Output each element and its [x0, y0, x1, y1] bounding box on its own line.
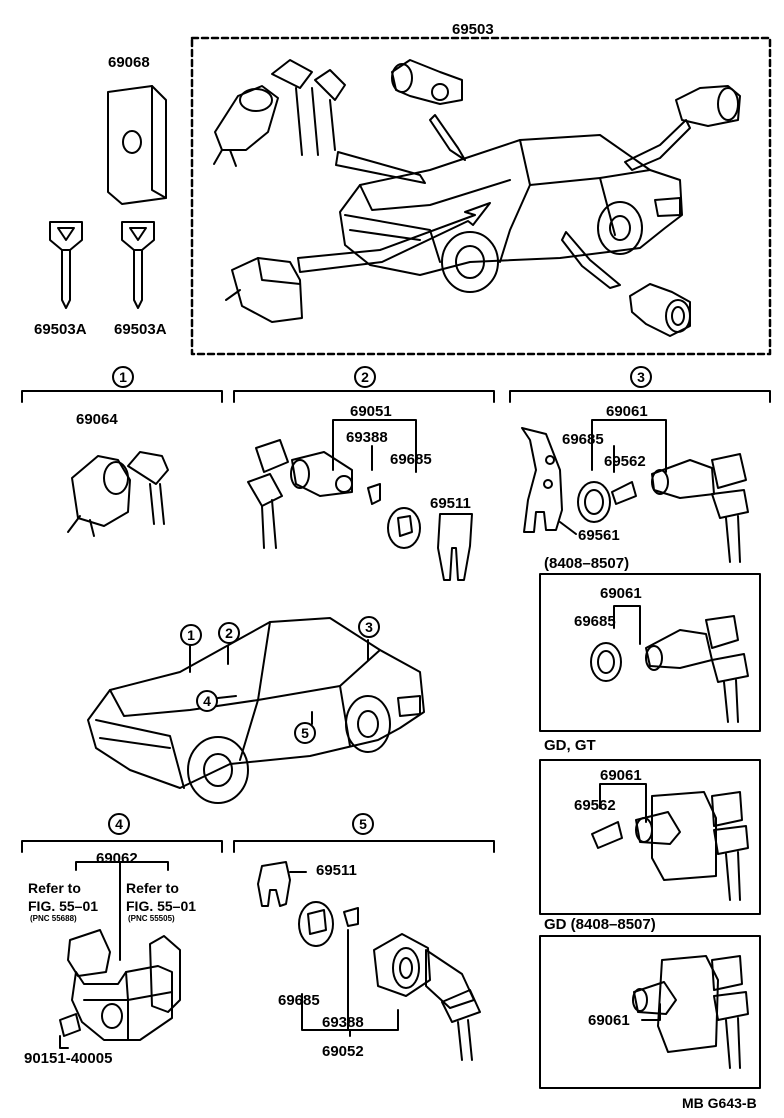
bracket-g5	[233, 840, 495, 853]
g4-fig-right: FIG. 55–01	[126, 898, 197, 914]
g4-leader	[75, 861, 169, 961]
label-69061-v1: 69061	[600, 585, 642, 602]
v1-cylinder-and-keys	[645, 615, 749, 723]
g2-clip	[367, 483, 381, 505]
g3-bracket	[521, 427, 563, 533]
g5-clip	[343, 907, 359, 927]
g4-bolt	[59, 1013, 81, 1037]
variant-box-2	[539, 759, 761, 915]
assembly-frame	[190, 36, 772, 356]
door-lock-top-3	[629, 283, 691, 337]
bracket-g1	[21, 390, 223, 403]
g3-leader	[591, 419, 667, 473]
label-69511-g5: 69511	[316, 862, 357, 879]
label-69503a-left: 69503A	[34, 321, 87, 338]
v2-leader	[599, 783, 647, 823]
variant-box-1	[539, 573, 761, 732]
bracket-g4	[21, 840, 223, 853]
label-69068: 69068	[108, 54, 150, 71]
g3-cylinder-and-keys	[651, 453, 749, 563]
label-69685-g5: 69685	[278, 992, 320, 1009]
v2-screw	[591, 821, 623, 849]
group-number-5: 5	[352, 813, 374, 835]
label-69503a-right: 69503A	[114, 321, 167, 338]
label-69685-g2: 69685	[390, 451, 432, 468]
group-number-3: 3	[630, 366, 652, 388]
g4-latch-assembly	[67, 929, 181, 1041]
v3-plate-and-cylinder	[632, 955, 749, 1069]
ignition-lock-top	[213, 59, 346, 167]
label-90151-40005: 90151-40005	[24, 1050, 113, 1067]
g5-pad	[298, 901, 334, 947]
car-callout-3: 3	[358, 616, 380, 638]
label-69503: 69503	[452, 21, 494, 38]
diagram-code: MB G643-B	[682, 1095, 757, 1111]
label-69064: 69064	[76, 411, 118, 428]
label-69388-g5: 69388	[322, 1014, 364, 1031]
g2-leader	[332, 419, 417, 473]
label-69052: 69052	[322, 1043, 364, 1060]
group-number-2: 2	[354, 366, 376, 388]
g3-screw	[611, 481, 637, 505]
g4-pnc-left: (PNC 55688)	[30, 914, 77, 923]
car-callout-leaders	[189, 639, 369, 725]
car-callout-1: 1	[180, 624, 202, 646]
g4-refer-left: Refer to	[28, 880, 81, 896]
variant-title-2: GD, GT	[544, 737, 596, 754]
group-number-1: 1	[112, 366, 134, 388]
bracket-g2	[233, 390, 495, 403]
car-callout-2: 2	[218, 622, 240, 644]
label-69061-g3: 69061	[606, 403, 648, 420]
g4-bolt-leader	[59, 1035, 69, 1049]
v2-plate-and-cylinder	[635, 791, 749, 901]
label-69685-v1: 69685	[574, 613, 616, 630]
g4-fig-left: FIG. 55–01	[28, 898, 99, 914]
g3-bracket-leader	[559, 521, 577, 535]
group-number-4: 4	[108, 813, 130, 835]
key-left	[49, 221, 83, 309]
v1-pad	[590, 642, 622, 682]
label-69062: 69062	[96, 850, 138, 867]
label-69562-g3: 69562	[604, 453, 646, 470]
g1-ignition-illustration	[67, 451, 169, 537]
variant-title-1: (8408–8507)	[544, 555, 630, 572]
door-lock-top-1	[391, 59, 463, 105]
g3-pad	[577, 481, 611, 523]
g2-pad	[387, 507, 421, 549]
g4-refer-right: Refer to	[126, 880, 179, 896]
car-callout-5: 5	[294, 722, 316, 744]
car-top-illustration	[339, 134, 683, 293]
g5-retainer	[257, 861, 291, 907]
bracket-g3	[509, 390, 771, 403]
key-right	[121, 221, 155, 309]
label-69685-g3: 69685	[562, 431, 604, 448]
car-middle-illustration	[87, 617, 425, 804]
g4-pnc-right: (PNC 55505)	[128, 914, 175, 923]
label-69061-v2: 69061	[600, 767, 642, 784]
label-69061-v3: 69061	[588, 1012, 630, 1029]
variant-title-3: GD (8408–8507)	[544, 916, 656, 933]
label-69511-g2: 69511	[430, 495, 471, 512]
pointer-arrows-top	[297, 114, 691, 289]
label-69562-v2: 69562	[574, 797, 616, 814]
key-plate	[107, 85, 167, 205]
door-lock-top-2	[675, 85, 741, 127]
g2-retainer	[437, 513, 473, 581]
car-callout-4: 4	[196, 690, 218, 712]
g5-cylinder-and-keys	[373, 933, 481, 1061]
variant-box-3	[539, 935, 761, 1089]
g2-keys-and-cylinder	[247, 439, 353, 549]
label-69388-g2: 69388	[346, 429, 388, 446]
label-69051: 69051	[350, 403, 392, 420]
label-69561: 69561	[578, 527, 620, 544]
g5-leader	[301, 929, 399, 1037]
v1-leader	[613, 605, 641, 645]
trunk-lock-top	[225, 257, 303, 323]
